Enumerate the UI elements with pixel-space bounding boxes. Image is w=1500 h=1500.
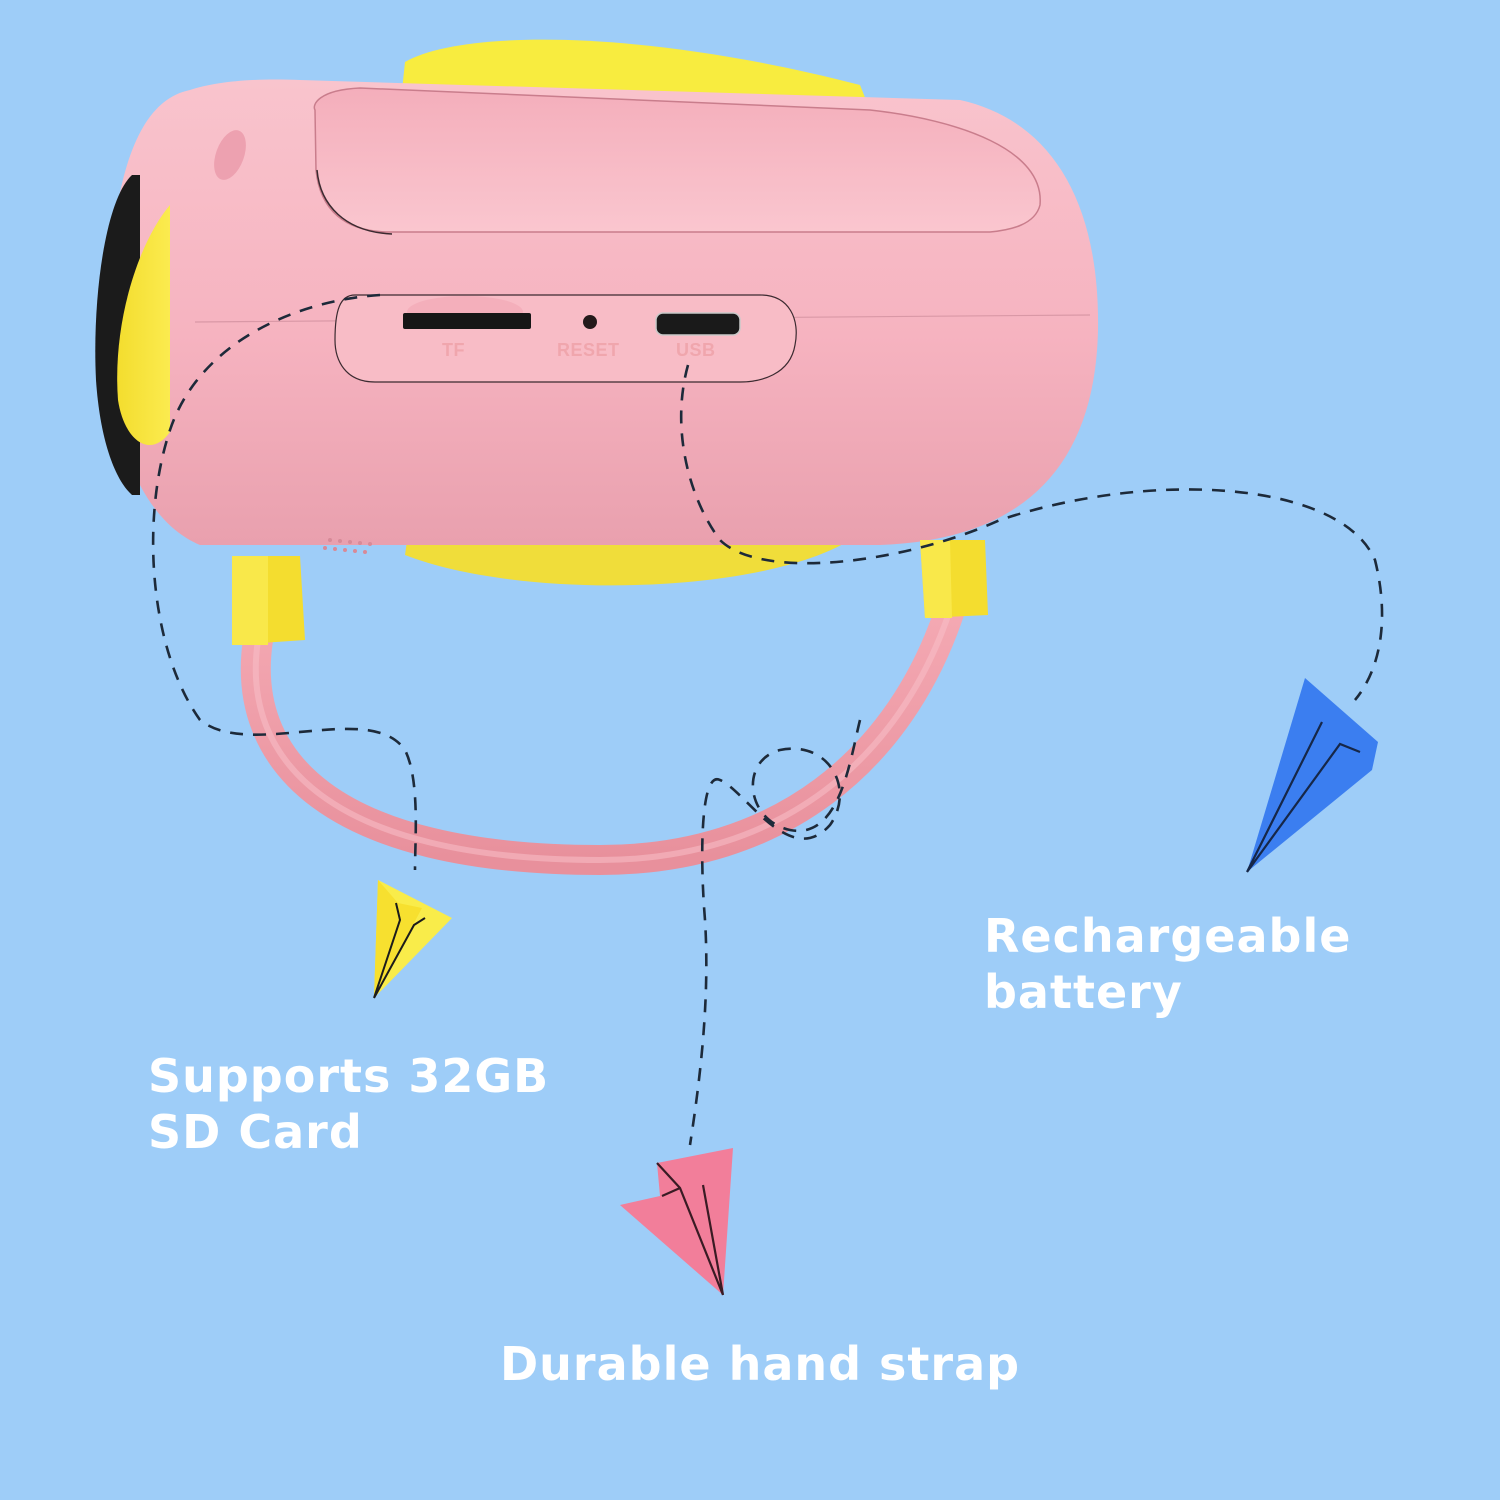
caption-sd-card: Supports 32GB SD Card — [148, 1048, 549, 1160]
caption-battery: Rechargeable battery — [984, 908, 1351, 1020]
strap-mount-right — [920, 540, 988, 618]
reset-hole[interactable] — [583, 315, 597, 329]
caption-hand-strap: Durable hand strap — [500, 1336, 1020, 1392]
side-button — [214, 130, 246, 180]
reset-port-label: RESET — [557, 340, 620, 360]
tf-card-slot[interactable] — [403, 313, 531, 329]
port-panel — [334, 294, 797, 383]
dashed-callout-lines — [151, 293, 1384, 1146]
caption-battery-line-1: Rechargeable — [984, 909, 1352, 963]
caption-sd-card-line-2: SD Card — [148, 1105, 363, 1160]
blue-paper-plane-icon — [1246, 678, 1378, 873]
micro-usb-port[interactable] — [655, 312, 741, 336]
hand-strap — [240, 595, 965, 876]
caption-battery-line-2: battery — [984, 965, 1183, 1020]
caption-hand-strap-line-1: Durable hand strap — [500, 1337, 1021, 1391]
usb-port-label: USB — [676, 340, 716, 360]
tf-port-label: TF — [442, 340, 465, 360]
yellow-paper-plane-icon — [373, 880, 452, 999]
lens-yellow-bumper — [117, 205, 170, 446]
pink-paper-plane-icon — [620, 1148, 733, 1296]
strap-mount-left — [232, 556, 305, 645]
caption-sd-card-line-1: Supports 32GB — [148, 1049, 550, 1103]
speaker-grill — [323, 538, 372, 554]
